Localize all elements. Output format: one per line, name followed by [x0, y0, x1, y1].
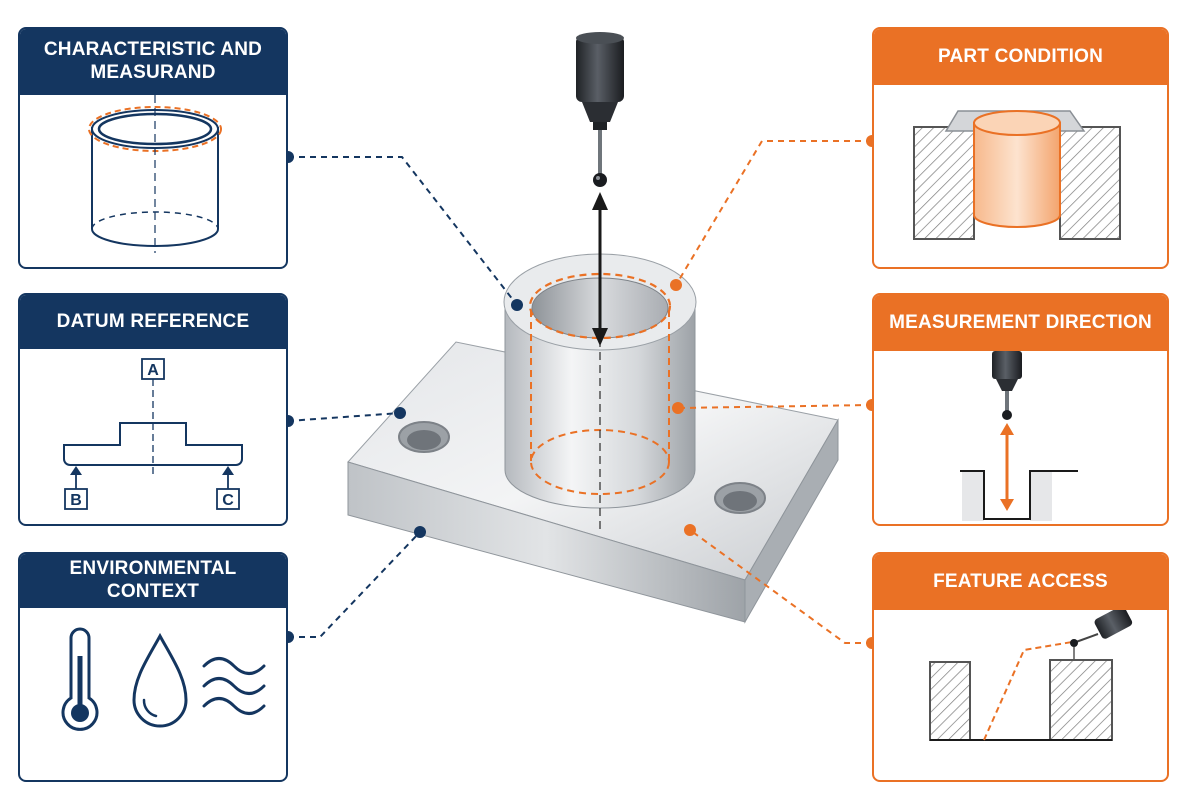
thermometer-icon	[61, 627, 99, 731]
connector-characteristic	[282, 151, 523, 311]
environment-icons	[61, 627, 266, 731]
panel-characteristic: CHARACTERISTIC AND MEASURAND	[18, 27, 288, 269]
probe-direction-icon	[960, 351, 1078, 521]
panel-title: CHARACTERISTIC AND MEASURAND	[20, 29, 286, 95]
panel-feature-access: FEATURE ACCESS	[872, 552, 1169, 782]
datum-a-box	[141, 358, 165, 380]
datum-label-c: C	[222, 492, 234, 509]
panel-part-condition: PART CONDITION	[872, 27, 1169, 269]
mounting-hole-right	[714, 482, 766, 514]
mounting-hole-left	[398, 421, 450, 453]
probe	[576, 32, 624, 187]
water-drop-icon	[132, 632, 188, 728]
datum-c-box	[216, 488, 240, 510]
datum-label-b: B	[70, 492, 82, 509]
panel-measurement-direction: MEASUREMENT DIRECTION	[872, 293, 1169, 526]
panel-datum: DATUM REFERENCE A B C	[18, 293, 288, 526]
panel-title: DATUM REFERENCE	[20, 295, 286, 349]
air-flow-icon	[202, 657, 266, 715]
probe-access-icon	[929, 610, 1133, 741]
panel-title: MEASUREMENT DIRECTION	[874, 295, 1167, 351]
panel-environment: ENVIRONMENTAL CONTEXT	[18, 552, 288, 782]
connector-part-condition	[670, 135, 878, 291]
panel-title: ENVIRONMENTAL CONTEXT	[20, 554, 286, 608]
datum-label-a: A	[147, 362, 159, 379]
datum-diagram-icon: A B C	[63, 358, 243, 510]
measurement-arrow	[592, 192, 608, 346]
clamped-part-icon	[913, 110, 1121, 240]
panel-title: PART CONDITION	[874, 29, 1167, 85]
panel-title: FEATURE ACCESS	[874, 554, 1167, 610]
datum-b-box	[64, 488, 88, 510]
cylinder-icon	[88, 95, 222, 253]
connector-environment	[282, 526, 426, 643]
